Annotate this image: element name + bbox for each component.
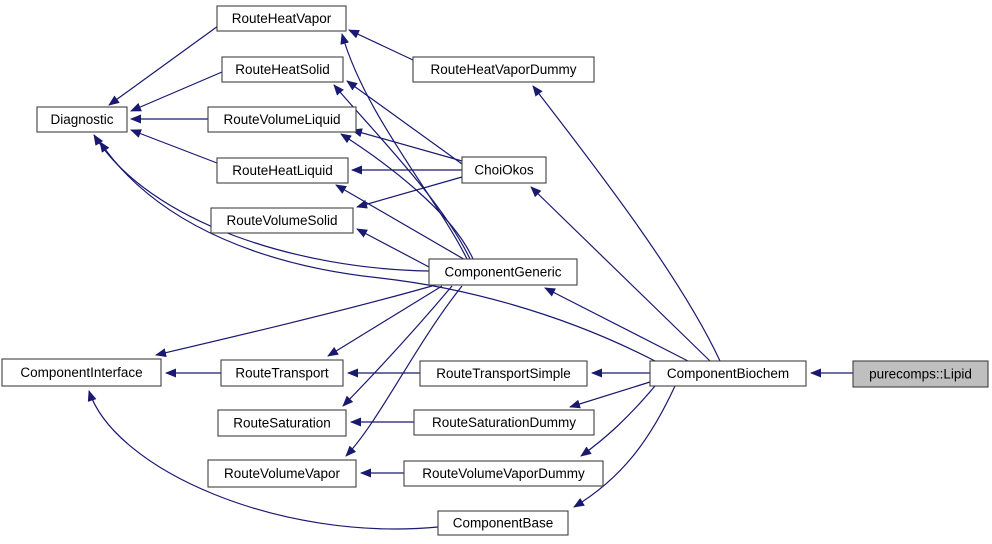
node-box-purecomps-lipid [852,360,989,388]
node-label-route-volume-vapor-dummy: RouteVolumeVaporDummy [422,466,585,481]
node-label-route-saturation: RouteSaturation [233,416,331,431]
edge-component-generic-to-route-transport [327,285,443,357]
node-box-component-interface[interactable] [1,358,162,387]
node-diagnostic[interactable]: Diagnostic [36,106,128,133]
node-component-interface[interactable]: ComponentInterface [1,358,162,387]
edge-component-biochem-to-route-volume-vapor-dummy [580,385,656,457]
edge-component-biochem-to-route-saturation-dummy [569,381,651,409]
edge-route-heat-liquid-to-diagnostic [130,129,218,164]
node-route-volume-liquid[interactable]: RouteVolumeLiquid [207,106,357,133]
node-label-route-heat-liquid: RouteHeatLiquid [232,163,333,178]
node-label-component-base: ComponentBase [453,516,554,531]
node-choi-okos[interactable]: ChoiOkos [461,156,547,184]
edge-choi-okos-to-route-heat-solid [346,80,463,165]
node-box-component-base[interactable] [437,510,569,536]
edge-component-generic-to-route-heat-liquid [335,184,468,262]
node-label-component-biochem: ComponentBiochem [667,366,789,381]
node-route-saturation-dummy[interactable]: RouteSaturationDummy [413,409,595,436]
nodes-layer: RouteHeatVaporRouteHeatVaporDummyRouteHe… [1,5,989,536]
node-component-base[interactable]: ComponentBase [437,510,569,536]
node-box-choi-okos[interactable] [461,156,547,184]
edge-component-generic-to-component-interface [155,285,433,358]
node-label-route-volume-solid: RouteVolumeSolid [226,213,337,228]
node-label-route-volume-liquid: RouteVolumeLiquid [223,112,340,127]
edge-component-generic-to-route-volume-vapor [345,285,463,457]
node-component-biochem[interactable]: ComponentBiochem [649,360,807,387]
edge-component-generic-to-route-heat-vapor [340,33,468,260]
node-box-route-heat-liquid[interactable] [216,157,349,184]
node-label-route-transport: RouteTransport [235,366,329,381]
edge-component-biochem-to-diagnostic [99,141,656,362]
node-label-route-saturation-dummy: RouteSaturationDummy [432,415,576,430]
edge-component-generic-to-route-heat-solid [333,84,471,260]
edge-component-generic-to-route-volume-liquid [340,133,474,260]
node-box-route-heat-solid[interactable] [221,56,344,83]
node-box-route-heat-vapor[interactable] [216,5,347,32]
node-box-route-volume-solid[interactable] [210,207,354,234]
node-box-route-heat-vapor-dummy[interactable] [412,56,595,83]
node-box-route-volume-vapor-dummy[interactable] [403,460,604,487]
edge-component-generic-to-route-saturation [342,285,453,407]
edge-component-biochem-to-component-base [573,385,676,508]
node-label-diagnostic: Diagnostic [50,112,113,127]
node-purecomps-lipid: purecomps::Lipid [852,360,989,388]
node-label-route-heat-vapor-dummy: RouteHeatVaporDummy [430,62,576,77]
edge-component-biochem-to-component-generic [544,287,689,362]
edge-route-heat-vapor-to-diagnostic [108,25,219,106]
node-box-component-biochem[interactable] [649,360,807,387]
node-box-diagnostic[interactable] [36,106,128,133]
node-route-heat-vapor[interactable]: RouteHeatVapor [216,5,347,32]
node-box-route-volume-vapor[interactable] [207,459,357,488]
node-label-component-generic: ComponentGeneric [444,265,561,280]
node-box-route-volume-liquid[interactable] [207,106,357,133]
node-route-heat-vapor-dummy[interactable]: RouteHeatVaporDummy [412,56,595,83]
edge-route-heat-vapor-dummy-to-route-heat-vapor [348,29,414,61]
node-label-route-heat-vapor: RouteHeatVapor [232,11,332,26]
node-box-component-generic[interactable] [428,258,578,286]
node-label-route-heat-solid: RouteHeatSolid [235,62,330,77]
node-route-heat-liquid[interactable]: RouteHeatLiquid [216,157,349,184]
node-route-heat-solid[interactable]: RouteHeatSolid [221,56,344,83]
node-label-choi-okos: ChoiOkos [474,163,534,178]
edge-choi-okos-to-route-volume-liquid [351,128,463,162]
edge-route-heat-solid-to-diagnostic [130,71,223,112]
node-route-volume-vapor-dummy[interactable]: RouteVolumeVaporDummy [403,460,604,487]
edges-layer [87,25,853,530]
node-box-route-saturation[interactable] [217,409,347,437]
node-route-volume-solid[interactable]: RouteVolumeSolid [210,207,354,234]
node-label-component-interface: ComponentInterface [20,365,142,380]
edge-choi-okos-to-route-volume-solid [356,176,463,209]
node-component-generic[interactable]: ComponentGeneric [428,258,578,286]
node-label-route-transport-simple: RouteTransportSimple [436,366,571,381]
edge-component-generic-to-route-volume-solid [356,228,430,268]
edge-component-biochem-to-choi-okos [530,186,711,362]
node-box-route-transport-simple[interactable] [419,360,588,387]
node-box-route-transport[interactable] [220,359,344,387]
edge-component-base-to-component-interface [87,390,439,530]
node-route-transport[interactable]: RouteTransport [220,359,344,387]
node-box-route-saturation-dummy[interactable] [413,409,595,436]
node-label-route-volume-vapor: RouteVolumeVapor [224,466,341,481]
node-label-purecomps-lipid: purecomps::Lipid [869,367,972,382]
node-route-volume-vapor[interactable]: RouteVolumeVapor [207,459,357,488]
node-route-saturation[interactable]: RouteSaturation [217,409,347,437]
edge-component-biochem-to-route-heat-vapor-dummy [532,85,721,362]
node-route-transport-simple[interactable]: RouteTransportSimple [419,360,588,387]
